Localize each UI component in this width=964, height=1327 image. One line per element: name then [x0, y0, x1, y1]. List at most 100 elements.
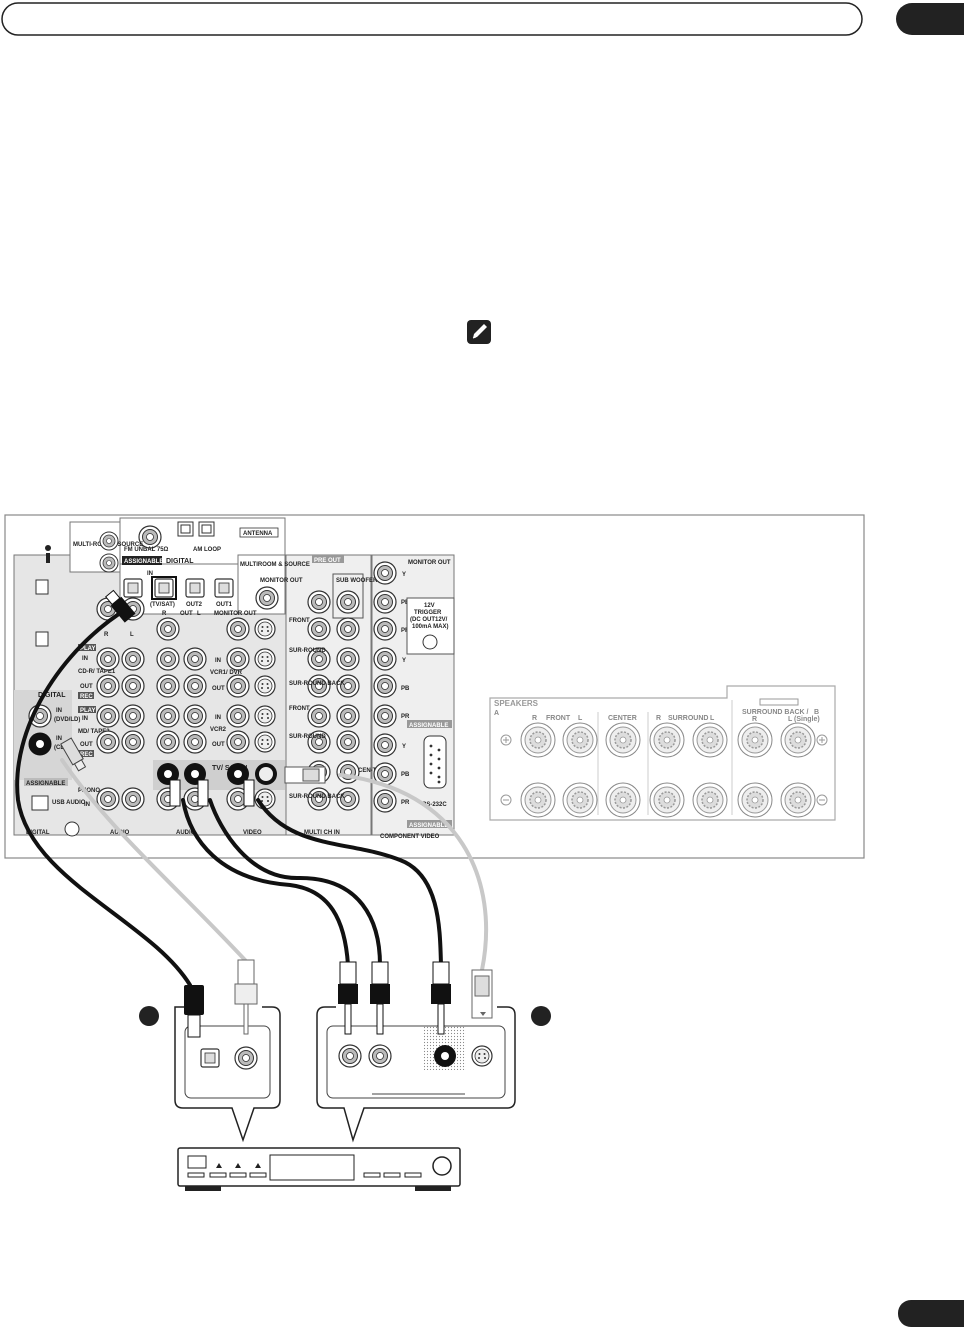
- md-in-label: IN: [82, 716, 88, 722]
- step-badge-left: [139, 1006, 159, 1026]
- monitor-svideo-jack: [254, 618, 276, 640]
- device-coax-out: [234, 1046, 258, 1070]
- header-bar: [1, 2, 863, 36]
- multi-surround-back-label: SUR-ROUND BACK: [289, 794, 345, 800]
- step-badge-right: [531, 1006, 551, 1026]
- pre-surround-back-label: SUR-ROUND BACK: [289, 681, 345, 687]
- cables: [15, 606, 489, 987]
- coax-in-label-1: IN: [56, 708, 62, 714]
- pencil-note-icon: [467, 320, 491, 344]
- speakers-b-label: B: [814, 709, 819, 716]
- device-volume-knob: [432, 1156, 452, 1176]
- source-device: [177, 1147, 461, 1191]
- spk-surround-l-label: L: [710, 715, 715, 722]
- assignable-cv-band: [407, 720, 452, 728]
- trigger-line-3: (DC OUT12V/: [410, 617, 448, 623]
- vcr1-in-label: IN: [215, 658, 221, 664]
- phono-label: PHONO: [78, 788, 100, 794]
- assignable-left-band: [24, 778, 68, 786]
- antenna-label-box: [239, 527, 279, 538]
- monitor-video-jack: [226, 617, 250, 641]
- am-loop-terminals: [177, 521, 215, 537]
- trigger-jack: [422, 634, 438, 650]
- receiver-side-plugs: [60, 589, 326, 807]
- pre-out-label: PRE OUT: [314, 558, 341, 564]
- spk-single-label: (Single): [794, 716, 820, 723]
- l-label-top: L: [197, 611, 201, 617]
- digital-out-panel: [184, 1025, 271, 1099]
- pr-label-1: PR: [401, 628, 410, 634]
- spk-front-r-label: R: [532, 715, 537, 722]
- spk-sb-l-label: L: [788, 716, 793, 723]
- trigger-line-2: TRIGGER: [414, 610, 442, 616]
- pre-out-band: [312, 555, 344, 563]
- vcr2-label: VCR2: [210, 727, 227, 733]
- audio-l-cable: [208, 798, 382, 967]
- subwoofer-label: SUB WOOFER: [336, 578, 378, 584]
- optical-tvsat-highlight: [151, 576, 177, 600]
- optical-cable: [15, 606, 192, 987]
- cdr-in-label: IN: [82, 656, 88, 662]
- out2-label: OUT2: [186, 602, 203, 608]
- dvd-ld-label: (DVD/LD): [54, 717, 80, 723]
- vcr2-in-label: IN: [215, 715, 221, 721]
- video-cable: [256, 798, 443, 967]
- trigger-line-1: 12V: [424, 603, 435, 609]
- usb-audio-label: USB AUDIO: [52, 800, 86, 806]
- optical-port-1: [35, 579, 49, 595]
- vcr2-out-label: OUT: [212, 742, 225, 748]
- l-label-2: L: [130, 632, 134, 638]
- pr-label-2: PR: [401, 714, 410, 720]
- bottom-audio2-label: AUDIO: [176, 830, 196, 836]
- y-label-3: Y: [402, 744, 406, 750]
- pb-label-1: PB: [401, 600, 410, 606]
- audio-labels: PLAY IN CD-R/ TAPE1 OUT REC PLAY IN MD/ …: [78, 644, 116, 808]
- rs232c-pins: [429, 744, 441, 784]
- coax-cable: [60, 758, 247, 962]
- bottom-component-label: COMPONENT VIDEO: [380, 834, 440, 840]
- multi-surround-label: SUR-ROUND: [289, 734, 326, 740]
- md-tape2-label: MD/ TAPE2: [78, 729, 110, 735]
- device-optical-out: [200, 1048, 220, 1068]
- pb-label-2: PB: [401, 686, 410, 692]
- pb-label-3: PB: [401, 772, 410, 778]
- digital-label: DIGITAL: [166, 558, 194, 565]
- tv-sat-optical-label: (TV/SAT): [150, 602, 175, 608]
- multiroom-out-jack: [99, 553, 119, 573]
- trigger-line-4: 100mA MAX): [412, 624, 448, 630]
- bottom-digital-label: DIGITAL: [26, 830, 50, 836]
- chapter-tab-fill: [912, 3, 964, 35]
- spk-front-l-label: L: [578, 715, 583, 722]
- device-svideo-out: [471, 1045, 493, 1067]
- fm-unbal-label: FM UNBAL 75Ω: [124, 547, 169, 553]
- device-side-plugs: [184, 959, 493, 1038]
- play-badge-2: PLAY: [80, 708, 95, 714]
- cdr-tape1-label: CD-R/ TAPE1: [78, 669, 116, 675]
- r-label-top: R: [162, 611, 167, 617]
- pr-label-3: PR: [401, 800, 410, 806]
- antenna-label: ANTENNA: [243, 531, 273, 537]
- cd-label: (CD): [54, 745, 67, 751]
- play-badge-1: PLAY: [80, 646, 95, 652]
- assignable-cv-label-2: ASSIGNABLE: [409, 823, 448, 829]
- optical-out1: [214, 578, 234, 598]
- phono-in-label: IN: [84, 802, 90, 808]
- y-label-2: Y: [402, 658, 406, 664]
- rec-badge-2: REC: [80, 752, 93, 758]
- component-monitor-out-label: MONITOR OUT: [408, 560, 451, 566]
- page-number-tab-fill: [898, 1300, 964, 1327]
- usb-audio-port: [31, 795, 49, 811]
- optical-in-tvsat: [154, 578, 174, 598]
- digital-left-label: DIGITAL: [38, 692, 66, 699]
- optical-in-1: [123, 578, 143, 598]
- monitor-out-label-top: MONITOR OUT: [260, 578, 303, 584]
- digital-in-label: IN: [147, 571, 153, 577]
- assignable-badge: [122, 556, 162, 565]
- polarity-markers: [500, 734, 828, 806]
- monitor-out-jack: [255, 586, 279, 610]
- spk-surround-label: SURROUND: [668, 715, 708, 722]
- spk-surround-r-label: R: [656, 715, 661, 722]
- device-audio-l-out: [368, 1044, 392, 1068]
- rec-badge-1: REC: [80, 694, 93, 700]
